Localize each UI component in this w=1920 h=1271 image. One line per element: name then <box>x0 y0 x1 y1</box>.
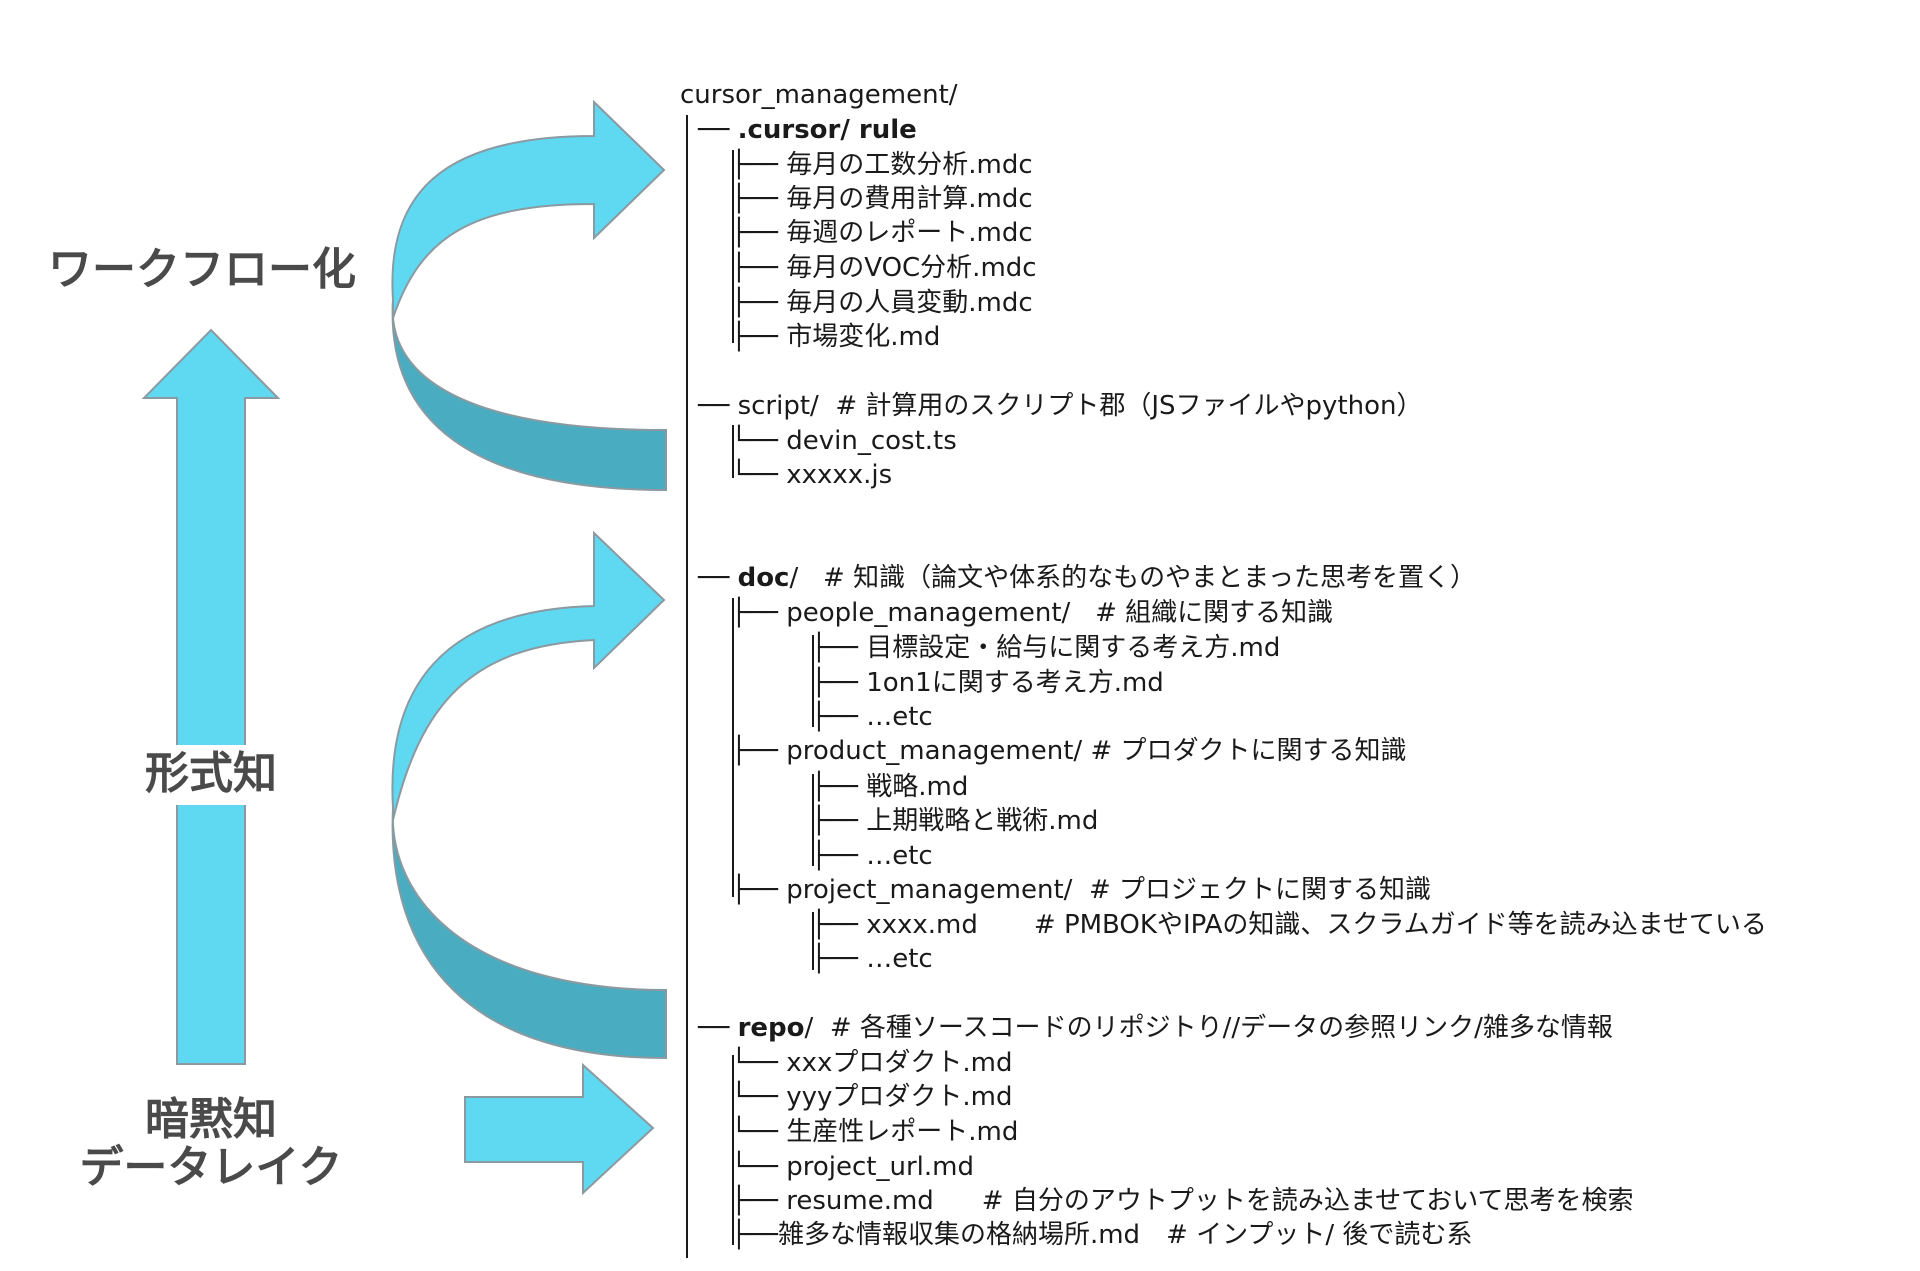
tree-item: ├── xxxx.md# PMBOKやIPAの知識、スクラムガイド等を読み込ませ… <box>811 910 1767 940</box>
tree-section-rule: ── .cursor/ rule <box>698 115 917 145</box>
top-curve-arrow-front <box>391 99 666 319</box>
tree-item: ├── 戦略.md <box>811 772 969 802</box>
tree-subsection-project: ├── project_management/ # プロジェクトに関する知識 <box>731 875 1431 905</box>
tree-section-repo: ── repo/ # 各種ソースコードのリポジトり//データの参照リンク/雑多な… <box>698 1013 1613 1043</box>
item-comment: # インプット/ 後で読む系 <box>1166 1220 1473 1250</box>
tree-item: ├── 毎月の費用計算.mdc <box>731 184 1033 214</box>
tree-subsection-people: ├── people_management/ # 組織に関する知識 <box>731 598 1334 628</box>
tree-item: ├── 市場変化.md <box>731 322 941 352</box>
tree-item: ├── 目標設定・給与に関する考え方.md <box>811 633 1281 663</box>
tree-item: ├── …etc <box>811 944 933 974</box>
tree-item: ├── 上期戦略と戦術.md <box>811 806 1099 836</box>
middle-curve-arrow-front <box>391 530 666 821</box>
tree-item: ├── 毎週のレポート.mdc <box>731 218 1033 248</box>
vertical-up-arrow <box>141 328 281 1065</box>
label-data-lake: データレイク <box>79 1142 343 1193</box>
label-tacit-knowledge: 暗黙知 <box>145 1094 277 1145</box>
top-curve-arrow-back <box>391 299 667 492</box>
middle-curve-arrow-back <box>391 807 667 1060</box>
tree-section-script: ── script/ # 計算用のスクリプト郡（JSファイルやpython） <box>698 391 1423 421</box>
tree-root: cursor_management/ <box>680 80 958 110</box>
tree-item: └── xxxプロダクト.md <box>731 1048 1013 1078</box>
tree-section-doc: ── doc/ # 知識（論文や体系的なものやまとまった思考を置く） <box>698 563 1477 593</box>
label-workflow: ワークフロー化 <box>48 244 356 295</box>
tree-item: ├── …etc <box>811 841 933 871</box>
label-bg-explicit <box>140 745 282 805</box>
tree-subsection-product: ├── product_management/ # プロダクトに関する知識 <box>731 736 1407 766</box>
item-comment: # PMBOKやIPAの知識、スクラムガイド等を読み込ませている <box>1033 910 1767 940</box>
tree-item: ├── 毎月のVOC分析.mdc <box>731 253 1037 283</box>
label-explicit-knowledge: 形式知 <box>145 748 277 799</box>
tree-item: └── yyyプロダクト.md <box>731 1082 1013 1112</box>
section-comment: # 計算用のスクリプト郡（JSファイルやpython） <box>835 391 1423 421</box>
tree-item: └── xxxxx.js <box>731 460 893 490</box>
section-comment: # 知識（論文や体系的なものやまとまった思考を置く） <box>823 563 1477 593</box>
tree-item: ├── 毎月の人員変動.mdc <box>731 288 1033 318</box>
tree-item: └── project_url.md <box>731 1152 974 1182</box>
tree-item: ├──雑多な情報収集の格納場所.md# インプット/ 後で読む系 <box>731 1220 1473 1250</box>
bottom-right-arrow <box>464 1062 655 1196</box>
section-name: .cursor/ rule <box>737 115 917 145</box>
tree-item: ├── resume.md# 自分のアウトプットを読み込ませておいて思考を検索 <box>731 1186 1634 1216</box>
tree-item: ├── 1on1に関する考え方.md <box>811 668 1164 698</box>
section-comment: # 各種ソースコードのリポジトり//データの参照リンク/雑多な情報 <box>829 1013 1613 1043</box>
tree-item: ├── 毎月の工数分析.mdc <box>731 150 1033 180</box>
tree-item: └── 生産性レポート.md <box>731 1117 1019 1147</box>
tree-item: └── devin_cost.ts <box>731 426 957 456</box>
item-comment: # 自分のアウトプットを読み込ませておいて思考を検索 <box>981 1186 1634 1216</box>
tree-item: ├── …etc <box>811 702 933 732</box>
